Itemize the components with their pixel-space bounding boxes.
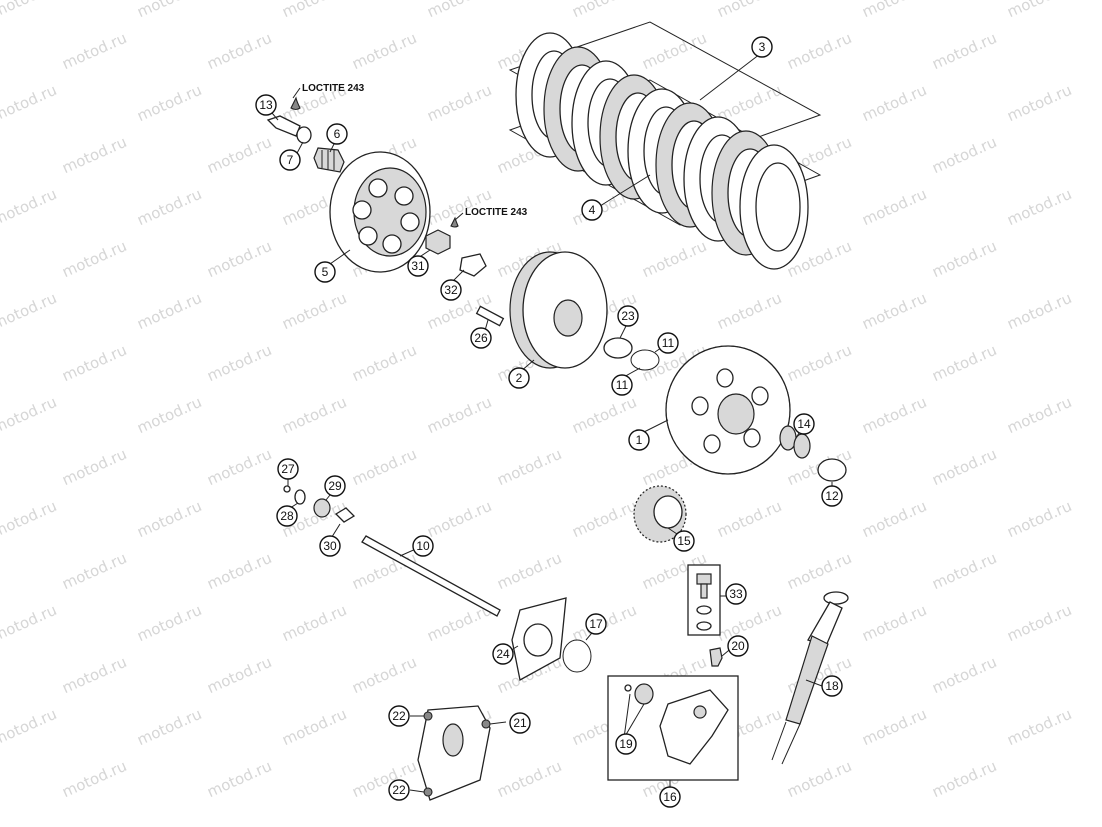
svg-text:4: 4	[589, 203, 596, 217]
svg-text:12: 12	[825, 489, 839, 503]
callout-19: 19	[615, 733, 637, 755]
pushrod	[361, 535, 501, 617]
washer	[603, 337, 633, 359]
callout-26: 26	[470, 327, 492, 349]
svg-text:27: 27	[281, 462, 295, 476]
callout-5: 5	[314, 261, 336, 283]
callout-1: 1	[628, 429, 650, 451]
callout-30: 30	[319, 535, 341, 557]
callout-15: 15	[673, 530, 695, 552]
callout-23: 23	[617, 305, 639, 327]
slave-cylinder	[624, 683, 729, 765]
callout-20: 20	[727, 635, 749, 657]
callout-27: 27	[277, 458, 299, 480]
callout-17: 17	[585, 613, 607, 635]
callout-6: 6	[326, 123, 348, 145]
svg-text:17: 17	[589, 617, 603, 631]
clutch-plate-bore	[755, 162, 801, 252]
svg-text:28: 28	[280, 509, 294, 523]
svg-text:20: 20	[731, 639, 745, 653]
svg-text:14: 14	[797, 417, 811, 431]
svg-text:33: 33	[729, 587, 743, 601]
clutch-plate-stack	[508, 21, 822, 270]
callout-21: 21	[509, 712, 531, 734]
bleed-screw	[709, 647, 723, 667]
svg-text:30: 30	[323, 539, 337, 553]
callout-18: 18	[821, 675, 843, 697]
svg-text:16: 16	[663, 790, 677, 804]
needle-bearings	[779, 425, 811, 459]
svg-text:3: 3	[759, 40, 766, 54]
callout-14: 14	[793, 413, 815, 435]
svg-text:6: 6	[334, 127, 341, 141]
callout-16: 16	[659, 786, 681, 808]
nut-and-lockwasher	[425, 229, 487, 277]
svg-text:7: 7	[287, 153, 294, 167]
svg-text:5: 5	[322, 265, 329, 279]
clutch-basket-gear	[665, 345, 791, 475]
callout-28: 28	[276, 505, 298, 527]
slave-cylinder-cover	[417, 705, 491, 801]
svg-text:23: 23	[621, 309, 635, 323]
callout-13: 13	[255, 94, 277, 116]
callout-32: 32	[440, 279, 462, 301]
svg-text:29: 29	[328, 479, 342, 493]
svg-text:21: 21	[513, 716, 527, 730]
svg-text:24: 24	[496, 647, 510, 661]
svg-text:11: 11	[662, 336, 675, 350]
o-ring	[562, 639, 592, 673]
callout-10: 10	[412, 535, 434, 557]
callout-12: 12	[821, 485, 843, 507]
svg-text:10: 10	[416, 539, 430, 553]
svg-text:18: 18	[825, 679, 839, 693]
svg-text:32: 32	[444, 283, 458, 297]
circlip	[630, 349, 660, 371]
pushrod-parts	[283, 485, 356, 523]
primary-gear	[633, 485, 687, 543]
callout-31: 31	[407, 255, 429, 277]
callout-3: 3	[751, 36, 773, 58]
pressure-cap	[329, 151, 431, 273]
loctite-label: LOCTITE 243	[302, 83, 365, 94]
inner-clutch-hub	[509, 251, 608, 369]
thrust-washer	[817, 458, 847, 482]
callout-7: 7	[279, 149, 301, 171]
svg-text:2: 2	[516, 371, 523, 385]
callout-24: 24	[492, 643, 514, 665]
callout-4: 4	[581, 199, 603, 221]
callout-22b: 22	[388, 779, 410, 801]
callout-22a: 22	[388, 705, 410, 727]
svg-text:22: 22	[392, 783, 406, 797]
callout-11a: 11	[657, 332, 679, 354]
callout-33: 33	[725, 583, 747, 605]
svg-text:15: 15	[677, 534, 691, 548]
bolt-kit	[696, 573, 712, 631]
callout-2: 2	[508, 367, 530, 389]
svg-text:11: 11	[616, 378, 629, 392]
pin	[475, 305, 505, 327]
svg-text:22: 22	[392, 709, 406, 723]
svg-text:31: 31	[411, 259, 425, 273]
svg-text:13: 13	[259, 98, 273, 112]
callout-11b: 11	[611, 374, 633, 396]
screw-washer-spring	[266, 96, 459, 228]
svg-text:19: 19	[619, 737, 633, 751]
callout-29: 29	[324, 475, 346, 497]
svg-text:1: 1	[636, 433, 643, 447]
svg-text:26: 26	[474, 331, 488, 345]
loctite-label: LOCTITE 243	[465, 207, 528, 218]
